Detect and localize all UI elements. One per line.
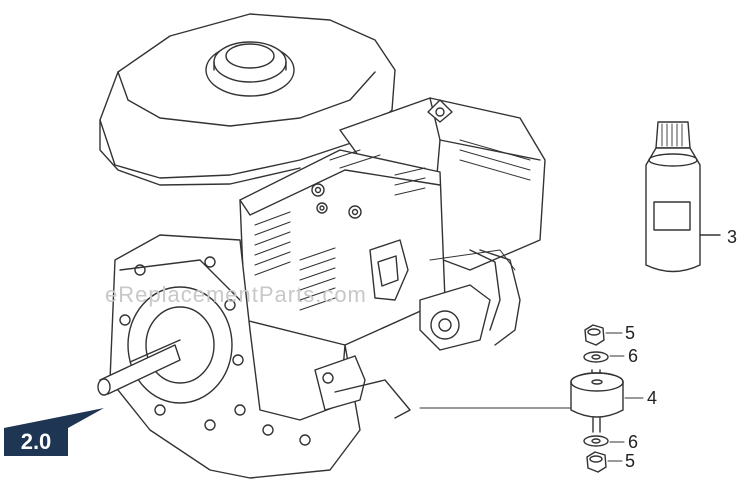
callout-nut-top: 5 <box>625 323 636 343</box>
muffler <box>419 284 491 351</box>
nut-bottom <box>586 451 607 473</box>
bottle-label <box>653 201 691 231</box>
oil-bottle-illustration <box>645 121 721 273</box>
bottle-cap <box>655 121 691 149</box>
watermark: eReplacementParts.com <box>105 282 367 307</box>
callout-isolator: 4 <box>647 388 658 408</box>
cover-louvers <box>254 149 426 311</box>
isolator <box>570 372 624 418</box>
corner-triangle <box>4 408 104 428</box>
nut-top <box>584 324 605 346</box>
fan-cover <box>239 149 446 346</box>
callout-washer-bottom: 6 <box>628 432 639 452</box>
crankshaft <box>97 339 181 396</box>
crankcase-bolts <box>119 256 311 446</box>
engine-illustration <box>97 13 546 479</box>
callout-nut-bottom: 5 <box>625 451 636 471</box>
washer-top <box>583 351 609 363</box>
callout-oil-bottle: 3 <box>727 227 738 247</box>
mount-hardware <box>570 324 624 473</box>
pull-handle <box>369 239 409 301</box>
leader-lines <box>419 332 644 462</box>
wing-nut <box>427 99 453 123</box>
washer-bottom <box>583 435 609 447</box>
fuel-cap <box>205 41 295 97</box>
callout-washer-top: 6 <box>628 346 639 366</box>
carburetor <box>314 355 411 419</box>
section-badge: 2.0 <box>4 428 68 456</box>
